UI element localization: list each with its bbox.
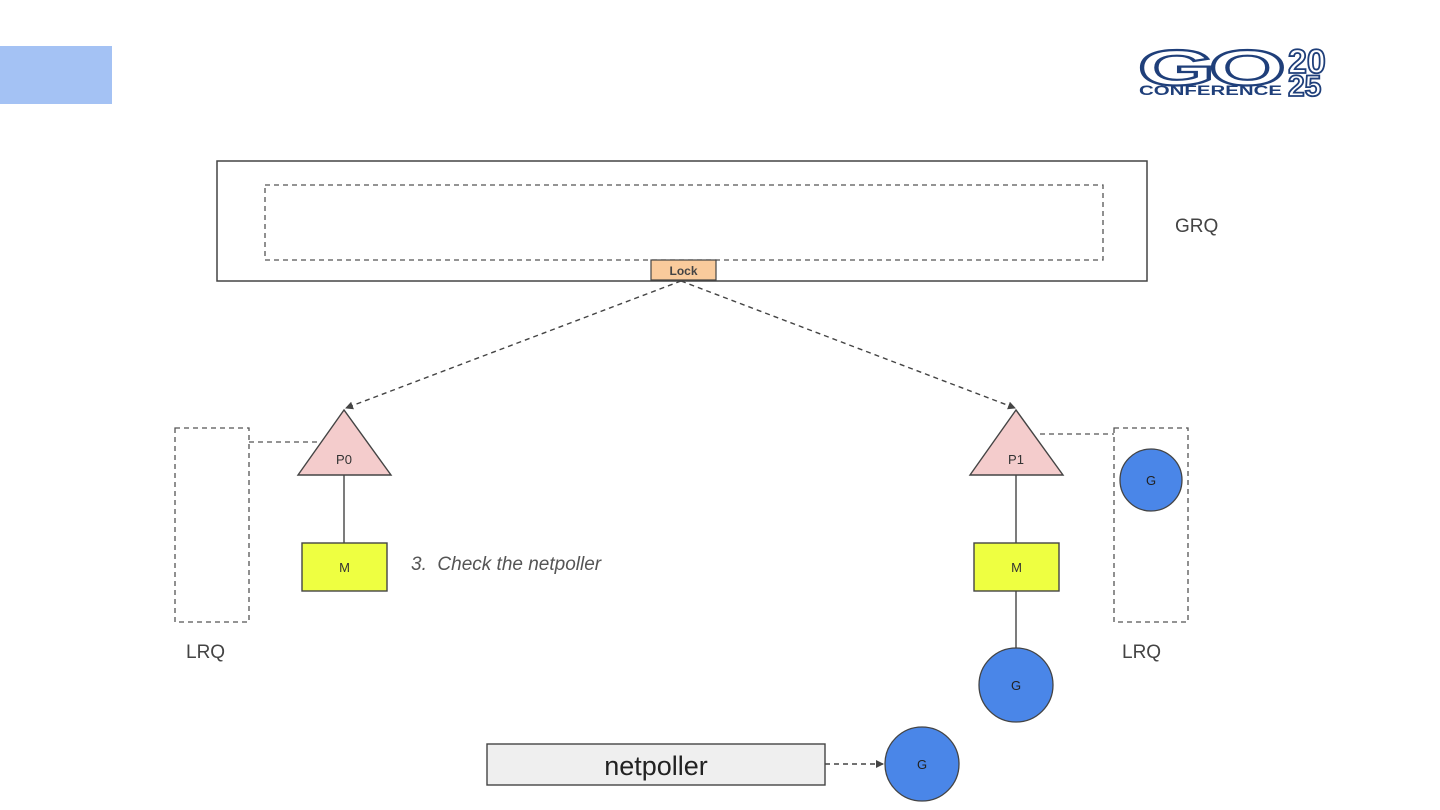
m-right-label: M — [1011, 560, 1022, 575]
lock-to-p0-arrow — [345, 280, 682, 410]
lock-box — [650, 259, 717, 281]
step-text: 3. Check the netpoller — [411, 554, 602, 575]
p0-label: P0 — [336, 452, 352, 467]
lock-label: Lock — [669, 264, 697, 278]
g-running-circle — [978, 647, 1054, 723]
netpoller-box — [486, 743, 826, 786]
g-in-lrq-circle — [1119, 448, 1183, 512]
g-netpoll-circle — [884, 726, 960, 802]
grq-queue-slot — [264, 184, 1104, 261]
go-conference-logo: GO CONFERENCE 20 25 — [1137, 39, 1327, 104]
g-running-label: G — [1011, 678, 1021, 693]
m-left-label: M — [339, 560, 350, 575]
logo-year-bottom: 25 — [1288, 70, 1321, 103]
grq-label: GRQ — [1175, 216, 1218, 237]
netpoller-label: netpoller — [604, 751, 708, 781]
g-in-lrq-label: G — [1146, 473, 1156, 488]
m-left-box — [301, 542, 388, 592]
lrq-left-box — [174, 427, 250, 623]
accent-bar — [0, 46, 112, 104]
p1-label: P1 — [1008, 452, 1024, 467]
lrq-right-box — [1113, 427, 1189, 623]
logo-go-letters: GO — [1138, 40, 1282, 96]
lrq-left-label: LRQ — [186, 642, 225, 663]
logo-subtitle: CONFERENCE — [1139, 83, 1282, 98]
logo-year-top: 20 — [1288, 43, 1326, 81]
g-netpoll-label: G — [917, 757, 927, 772]
lrq-right-label: LRQ — [1122, 642, 1161, 663]
lock-to-p1-arrow — [680, 280, 1016, 410]
